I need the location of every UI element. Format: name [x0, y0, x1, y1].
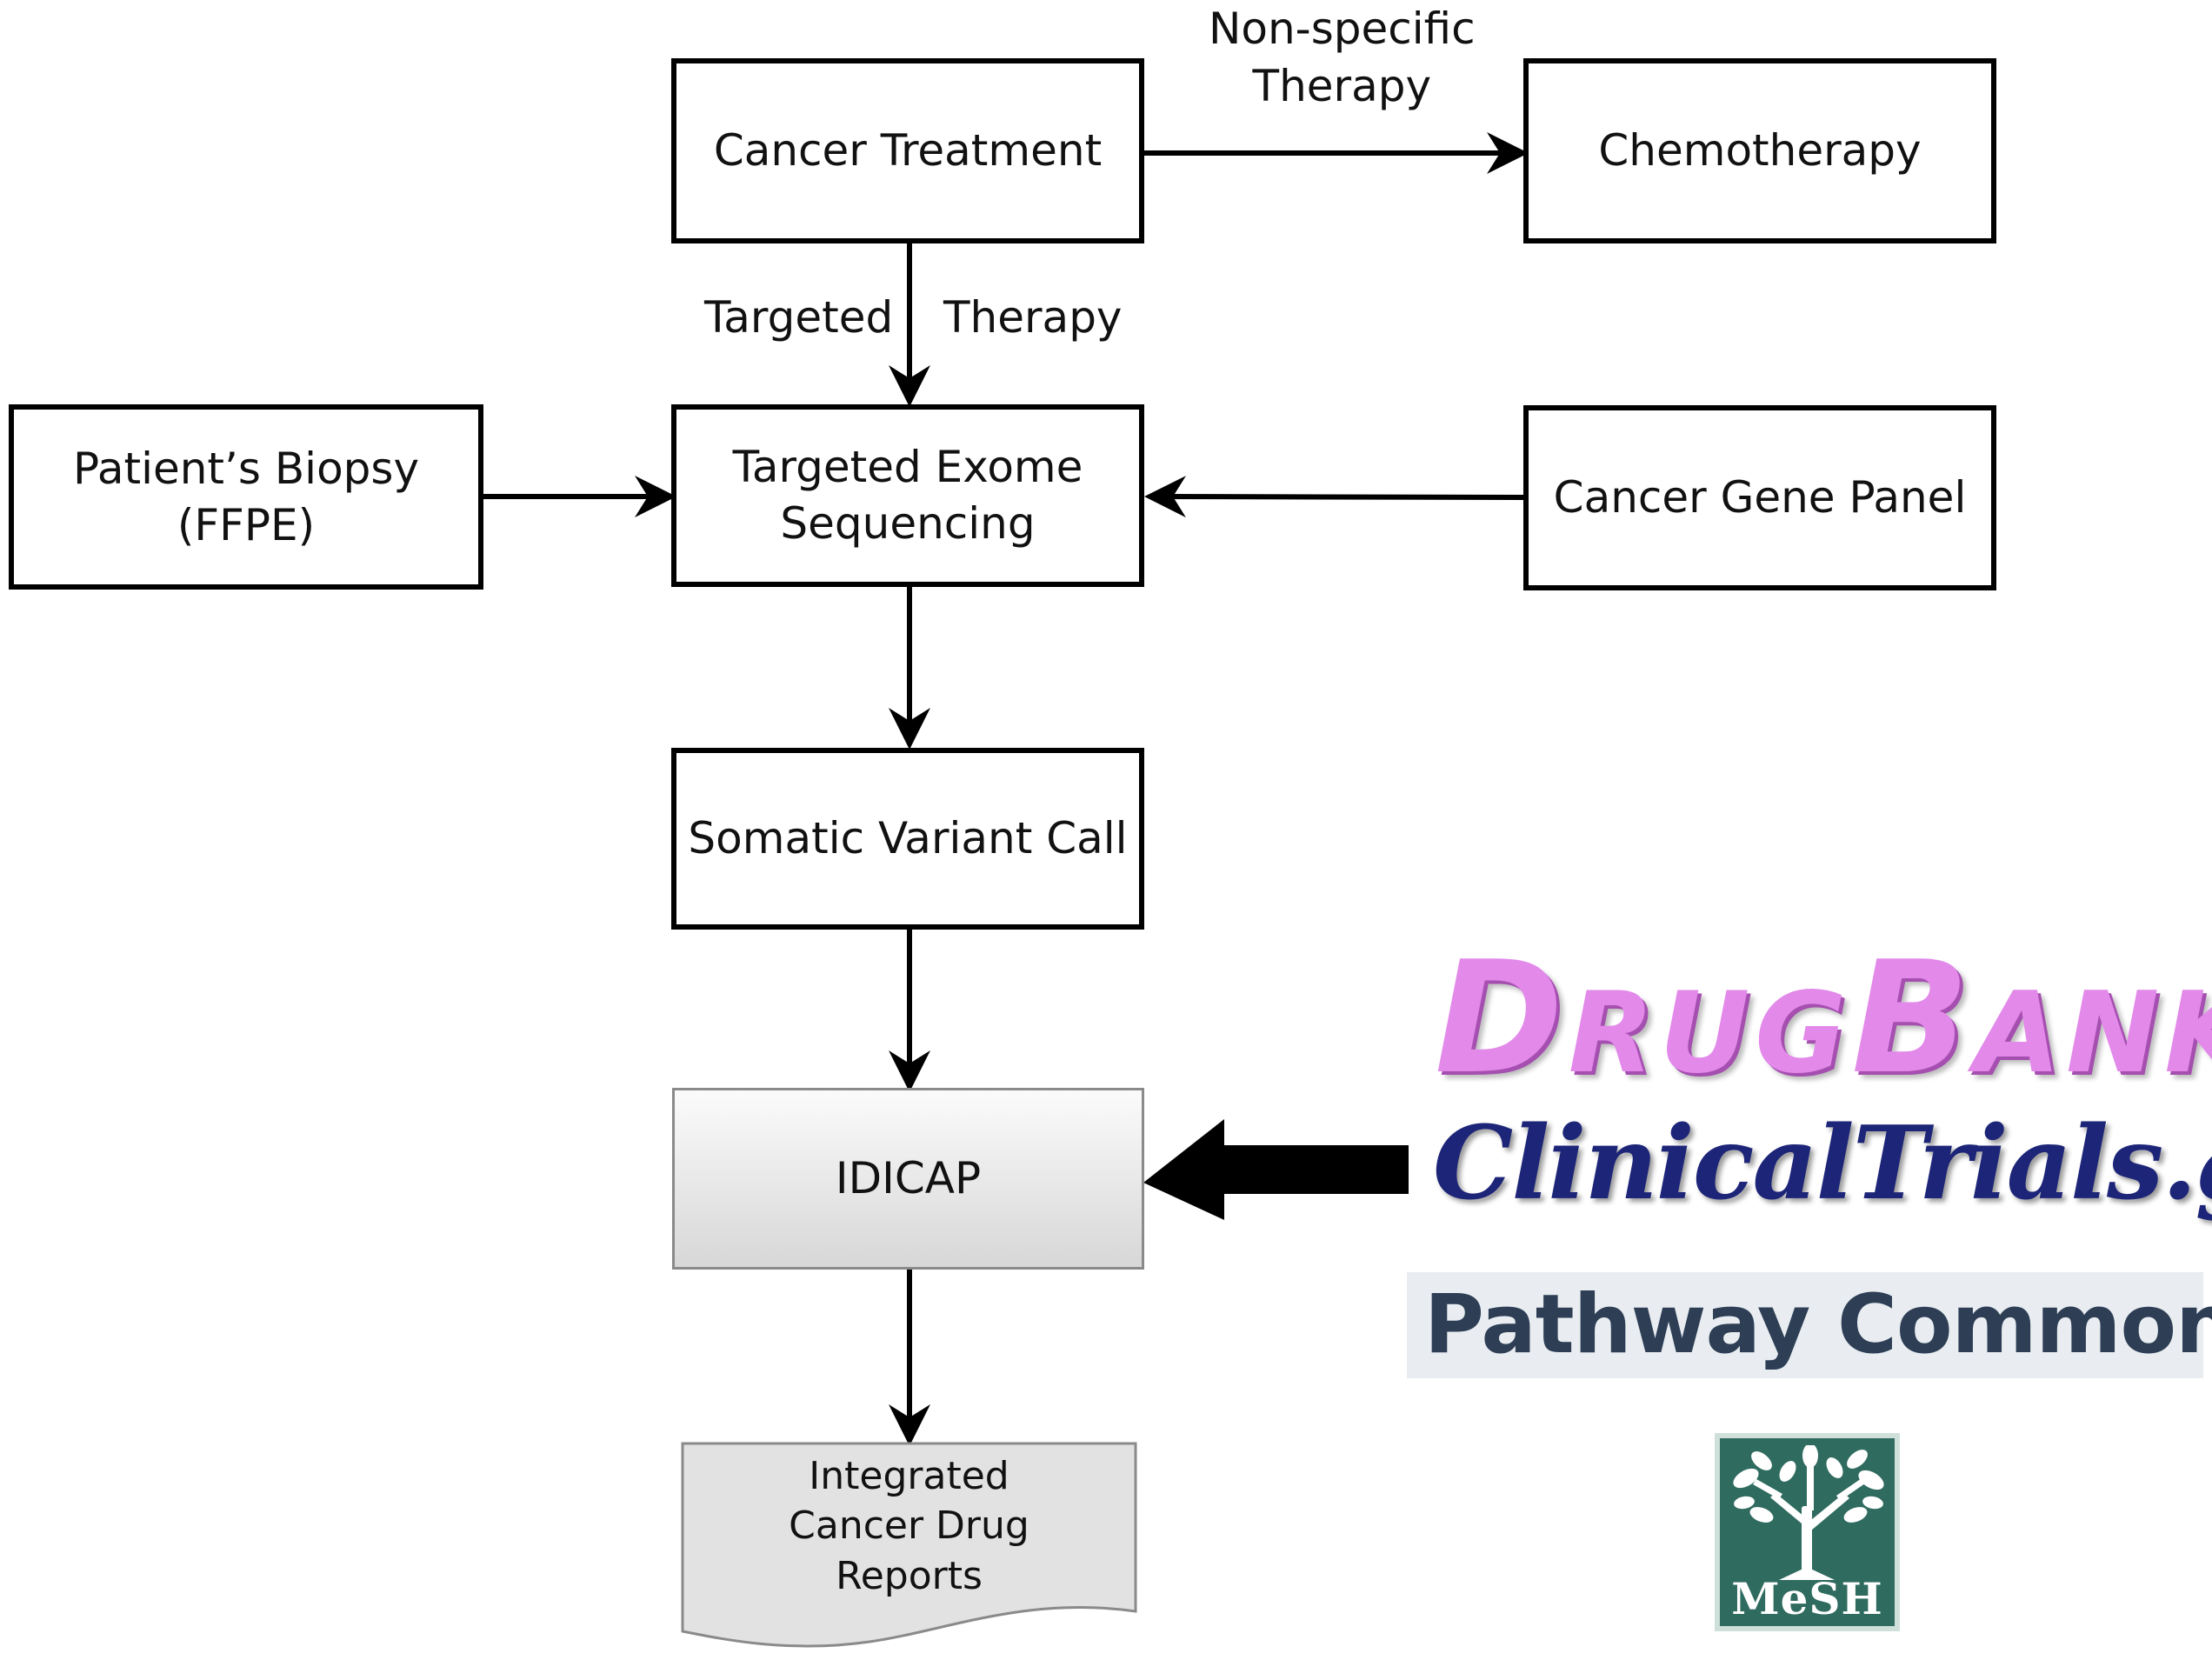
targeted-exome-sequencing-line1: Targeted Exome — [732, 442, 1083, 492]
therapy-edge-label: Therapy — [943, 292, 1123, 343]
cancer-gene-panel-label: Cancer Gene Panel — [1553, 472, 1967, 523]
non-specific-therapy-label: Non-specific Therapy — [1209, 0, 1476, 115]
chemotherapy-label: Chemotherapy — [1598, 125, 1922, 176]
integrated-reports-document: Integrated Cancer Drug Reports — [683, 1443, 1136, 1609]
targeted-edge-label: Targeted — [704, 292, 894, 343]
targeted-exome-sequencing-line2: Sequencing — [780, 498, 1036, 549]
drugbank-initial-b: B — [1851, 928, 1975, 1108]
mesh-logo: MeSH — [1715, 1433, 1900, 1631]
idicap-box: IDICAP — [672, 1088, 1144, 1270]
drugbank-rest-rug: RUG — [1568, 969, 1852, 1098]
cancer-gene-panel-box: Cancer Gene Panel — [1523, 405, 1996, 590]
patients-biopsy-box: Patient’s Biopsy (FFPE) — [9, 404, 483, 590]
integrated-reports-line3: Reports — [836, 1553, 983, 1598]
tree-icon — [1733, 1445, 1884, 1580]
chemotherapy-box: Chemotherapy — [1523, 58, 1996, 243]
somatic-variant-call-label: Somatic Variant Call — [688, 813, 1128, 863]
idicap-label: IDICAP — [835, 1153, 982, 1203]
cancer-treatment-label: Cancer Treatment — [713, 125, 1103, 176]
integrated-reports-line1: Integrated — [809, 1454, 1009, 1499]
integrated-reports-line2: Cancer Drug — [789, 1503, 1029, 1549]
targeted-exome-sequencing-box: Targeted Exome Sequencing — [671, 404, 1144, 587]
patients-biopsy-label-line2: (FFPE) — [177, 499, 316, 550]
drugbank-rest-ank: ANK — [1975, 969, 2212, 1098]
mesh-label: MeSH — [1731, 1573, 1883, 1624]
cancer-treatment-box: Cancer Treatment — [671, 58, 1144, 243]
drugbank-initial-d: D — [1435, 928, 1569, 1108]
non-specific-therapy-line1: Non-specific — [1209, 3, 1476, 54]
block-arrow-sources-to-idicap — [1143, 1119, 1409, 1220]
pathway-commons-logo: Pathway Commons — [1407, 1272, 2212, 1378]
non-specific-therapy-line2: Therapy — [1252, 61, 1432, 111]
clinicaltrials-gov-logo: ClinicalTrials.gov — [1433, 1104, 2212, 1223]
reports-document-shape — [681, 1442, 1137, 1648]
somatic-variant-call-box: Somatic Variant Call — [671, 748, 1144, 930]
patients-biopsy-label-line1: Patient’s Biopsy — [72, 443, 420, 494]
drugbank-logo: DRUGBANK — [1435, 941, 2212, 1096]
